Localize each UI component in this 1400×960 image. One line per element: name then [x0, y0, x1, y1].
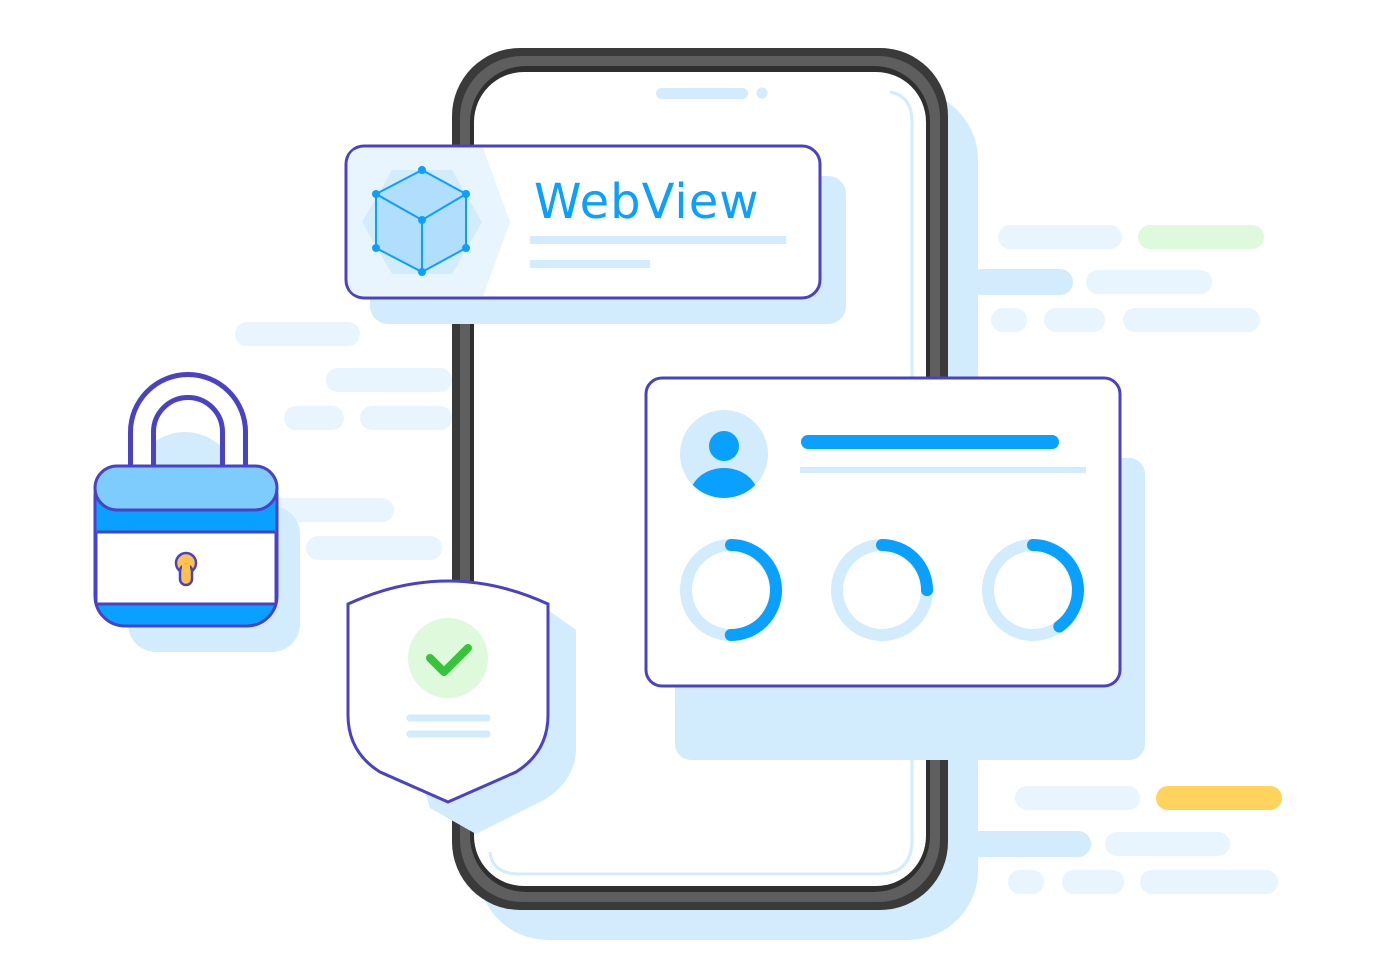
cube-icon [372, 166, 470, 276]
profile-card [644, 376, 1145, 760]
webview-title: WebView [534, 174, 760, 230]
code-lines-left [235, 322, 452, 560]
shield-check-icon [346, 579, 576, 834]
check-icon [426, 644, 472, 676]
progress-ring [982, 539, 1084, 641]
webview-card: WebView [344, 144, 846, 324]
progress-ring-arc [831, 539, 933, 641]
check-badge [408, 618, 488, 698]
progress-ring-arc [982, 539, 1084, 641]
user-avatar-icon [680, 410, 768, 498]
progress-ring [831, 539, 933, 641]
padlock-icon [93, 372, 300, 652]
progress-ring [680, 539, 782, 641]
keyhole-icon [174, 551, 198, 587]
phone-camera [756, 87, 768, 99]
phone-speaker [656, 88, 748, 99]
progress-ring-arc [680, 539, 782, 641]
code-lines-right [991, 225, 1282, 894]
progress-rings [680, 539, 1084, 641]
